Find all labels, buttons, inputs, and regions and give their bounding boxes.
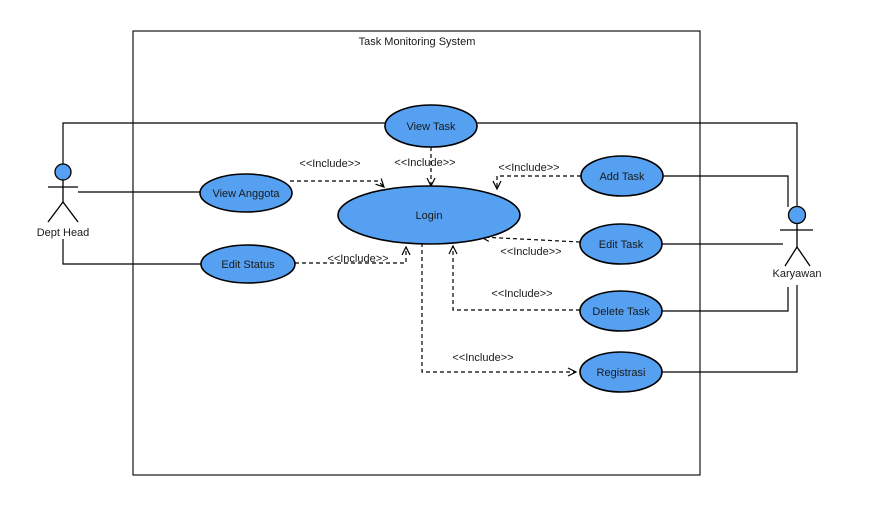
actor-karyawan-head [787, 205, 807, 225]
usecase-edit-task[interactable]: Edit Task [579, 223, 663, 265]
usecase-add-task[interactable]: Add Task [580, 155, 664, 197]
association-depthead-editstatus [62, 239, 201, 265]
usecase-delete-task-label: Delete Task [592, 306, 650, 318]
usecase-edit-status-label: Edit Status [221, 259, 275, 271]
usecase-login-shape [337, 185, 521, 245]
include-edge-viewanggota-login [290, 178, 385, 188]
include-label-viewtask: <<Include>> [394, 157, 455, 169]
actor-karyawan[interactable]: Karyawan [773, 205, 822, 281]
actor-dept-head-label: Dept Head [37, 227, 90, 239]
usecase-view-task-shape [384, 104, 478, 148]
usecase-edit-task-label: Edit Task [599, 239, 644, 251]
actor-dept-head[interactable]: Dept Head [37, 163, 90, 239]
usecase-registrasi-label: Registrasi [597, 367, 646, 379]
association-karyawan-addtask [663, 175, 789, 207]
usecase-delete-task-shape [579, 290, 663, 332]
usecase-edit-status[interactable]: Edit Status [200, 244, 296, 284]
usecase-login-label: Login [416, 210, 443, 222]
actor-karyawan-right-leg [796, 246, 811, 267]
usecase-view-anggota[interactable]: View Anggota [199, 173, 293, 213]
usecase-view-anggota-shape [199, 173, 293, 213]
usecase-add-task-label: Add Task [599, 171, 645, 183]
actor-dept-head-head [54, 163, 72, 181]
usecase-edit-task-shape [579, 223, 663, 265]
usecase-registrasi-shape [579, 351, 663, 393]
association-karyawan-deletetask [662, 287, 789, 312]
include-edge-deletetask-login [448, 244, 580, 311]
association-karyawan-registrasi [662, 285, 798, 373]
actor-dept-head-right-leg [62, 201, 79, 223]
usecase-view-task[interactable]: View Task [384, 104, 478, 148]
usecase-add-task-shape [580, 155, 664, 197]
include-edge-login-registrasi [421, 243, 578, 377]
association-karyawan-viewtask [477, 122, 798, 207]
include-edge-editstatus-login [295, 245, 411, 264]
system-title: Task Monitoring System [359, 36, 476, 48]
actor-karyawan-left-leg [784, 246, 798, 267]
actor-dept-head-left-leg [47, 201, 64, 223]
include-edge-edittask-login [479, 232, 581, 243]
include-label-registrasi: <<Include>> [452, 352, 513, 364]
association-depthead-viewtask [62, 122, 385, 164]
include-label-viewanggota: <<Include>> [299, 158, 360, 170]
usecase-login[interactable]: Login [337, 185, 521, 245]
include-label-addtask: <<Include>> [498, 162, 559, 174]
include-label-deletetask: <<Include>> [491, 288, 552, 300]
actor-karyawan-label: Karyawan [773, 268, 822, 280]
system-boundary-box [132, 30, 701, 476]
usecase-edit-status-shape [200, 244, 296, 284]
include-label-edittask: <<Include>> [500, 246, 561, 258]
include-label-editstatus: <<Include>> [327, 253, 388, 265]
usecase-delete-task[interactable]: Delete Task [579, 290, 663, 332]
usecase-view-anggota-label: View Anggota [212, 188, 280, 200]
include-edge-addtask-login [492, 175, 581, 191]
usecase-registrasi[interactable]: Registrasi [579, 351, 663, 393]
usecase-view-task-label: View Task [406, 121, 456, 133]
